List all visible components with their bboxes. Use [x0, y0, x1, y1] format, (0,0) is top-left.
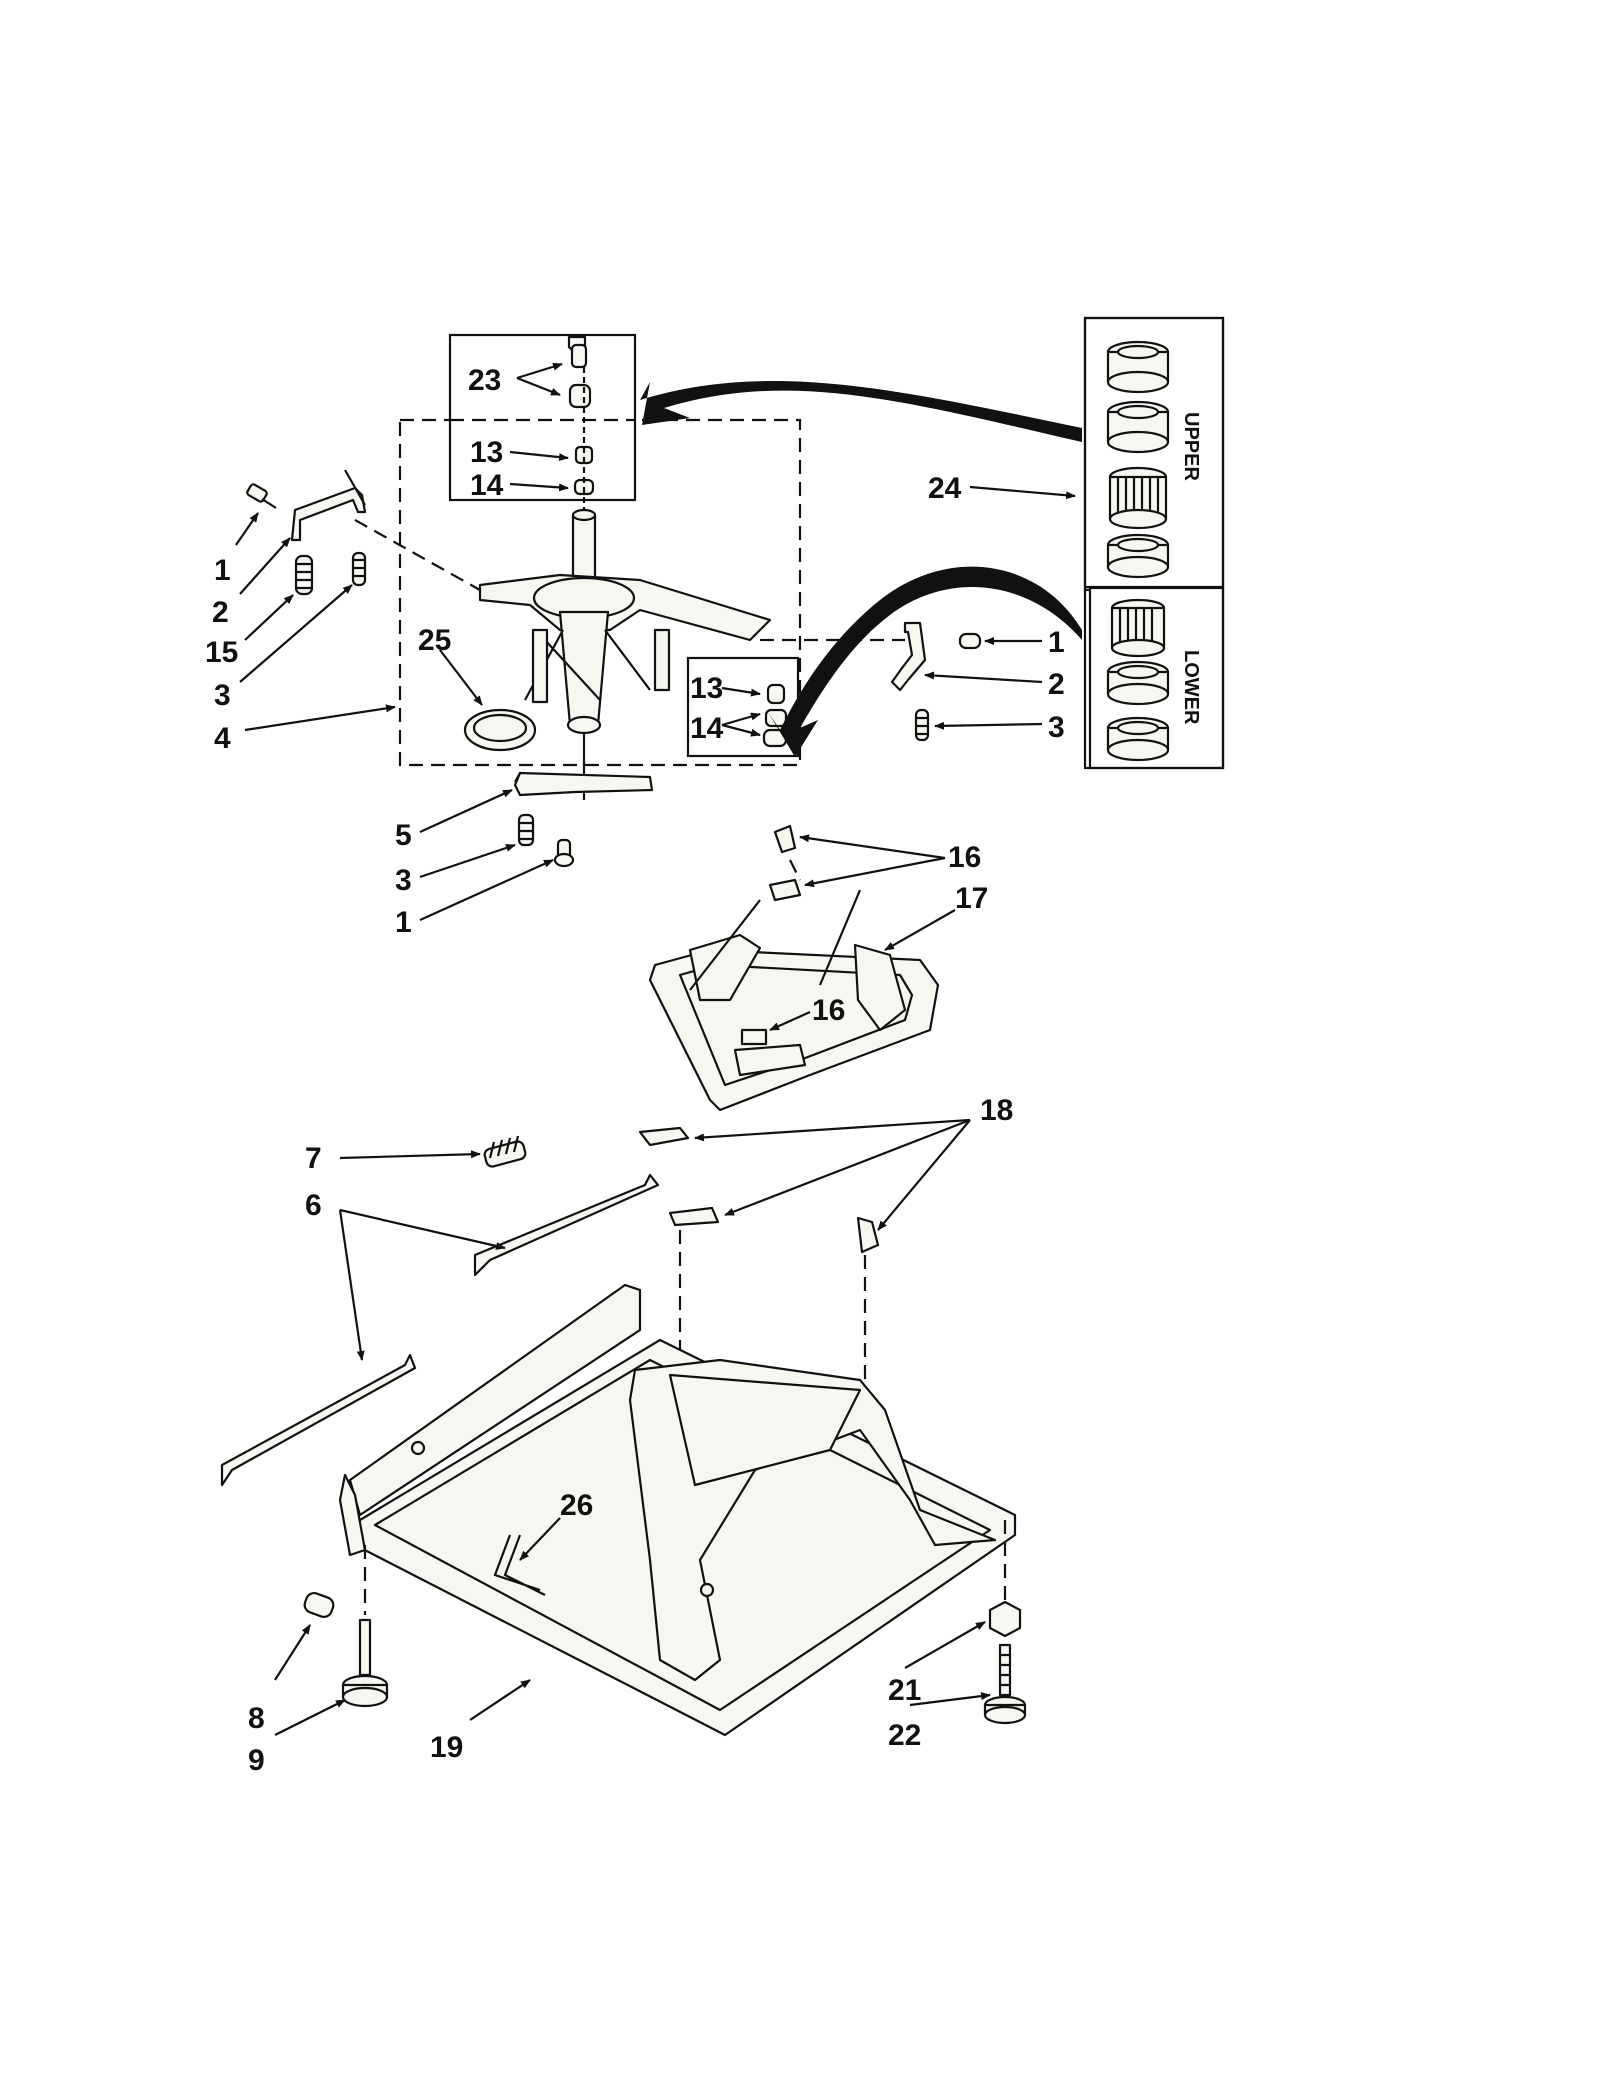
- label-2-right: 2: [1048, 668, 1065, 701]
- label-6: 6: [305, 1189, 322, 1222]
- upper-bushing-box: [448, 333, 637, 502]
- label-1-left: 1: [214, 554, 231, 587]
- label-13-upper: 13: [470, 436, 503, 469]
- label-15: 15: [205, 636, 238, 669]
- leveling-foot-8-9: [303, 1545, 389, 1708]
- wire-26: [493, 1534, 546, 1596]
- label-3-left: 3: [214, 679, 231, 712]
- label-2-left: 2: [212, 596, 229, 629]
- label-9: 9: [248, 1744, 265, 1777]
- label-3-right: 3: [1048, 711, 1065, 744]
- callout-labels: 23 13 14 24 1 2 15 3 25 4 13 14 1 2 3 5 …: [205, 364, 1065, 1777]
- upper-kit-parts: [1106, 340, 1170, 579]
- label-25: 25: [418, 624, 451, 657]
- label-23: 23: [468, 364, 501, 397]
- seal-ring-25: [463, 708, 537, 752]
- right-bracket-hardware: [760, 621, 982, 742]
- label-4: 4: [214, 722, 231, 755]
- label-19: 19: [430, 1731, 463, 1764]
- bottom-bracket-hardware: [513, 771, 654, 868]
- lower-kit-parts: [1106, 598, 1170, 762]
- label-14-upper: 14: [470, 469, 504, 502]
- label-18: 18: [980, 1094, 1013, 1127]
- label-21: 21: [888, 1674, 921, 1707]
- springs-7: [483, 1135, 527, 1168]
- leveling-foot-21-22: [983, 1520, 1027, 1725]
- label-3-bottom: 3: [395, 864, 412, 897]
- label-13-lower: 13: [690, 672, 723, 705]
- brackets-6: [220, 1173, 660, 1487]
- label-7: 7: [305, 1142, 322, 1175]
- kit-box-24: UPPER LOWER: [1083, 316, 1225, 770]
- left-bracket-hardware: [246, 469, 481, 596]
- label-26: 26: [560, 1489, 593, 1522]
- lower-bushing-parts: [762, 683, 788, 748]
- label-8: 8: [248, 1702, 265, 1735]
- label-5: 5: [395, 819, 412, 852]
- mechanism-assembly: [478, 367, 772, 800]
- leader-arrows: [235, 362, 1076, 1736]
- kit-arrows: [640, 381, 1082, 757]
- label-16-frame: 16: [812, 994, 845, 1027]
- label-16-top: 16: [948, 841, 981, 874]
- label-24: 24: [928, 472, 962, 505]
- kit-upper-label: UPPER: [1180, 412, 1202, 481]
- label-1-bottom: 1: [395, 906, 412, 939]
- suspension-frame-17: [648, 859, 940, 1112]
- pads-18: [638, 1126, 880, 1380]
- pads-16: [740, 824, 802, 1046]
- base-19: [338, 1283, 1017, 1737]
- label-17: 17: [955, 882, 988, 915]
- label-22: 22: [888, 1719, 921, 1752]
- label-14-lower: 14: [690, 712, 724, 745]
- kit-lower-label: LOWER: [1180, 650, 1202, 725]
- label-1-right: 1: [1048, 626, 1065, 659]
